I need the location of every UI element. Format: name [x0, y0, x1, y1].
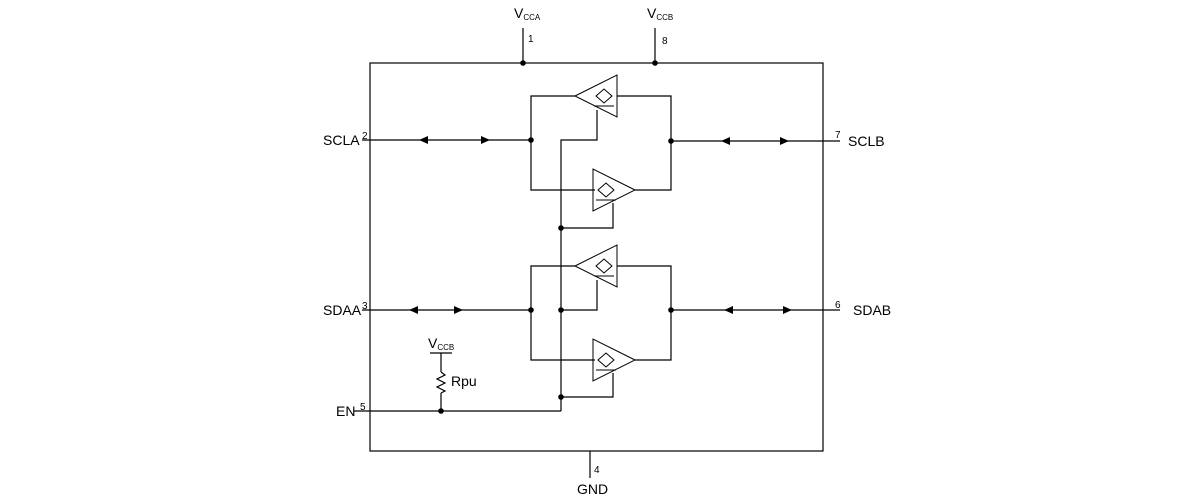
vccb-label: VCCB: [647, 5, 673, 22]
sdab-pin: 6: [835, 300, 841, 311]
vccb-pin: 8: [662, 36, 668, 47]
sdaa-port: SDAA 3: [323, 301, 531, 318]
right-arrow-icon: [783, 306, 792, 314]
vccb-supply: VCCB 8: [647, 5, 673, 66]
sclb-pin: 7: [835, 130, 841, 141]
right-arrow-icon: [481, 136, 490, 144]
vcca-label: VCCA: [514, 5, 541, 22]
gnd-pin: 4: [594, 465, 600, 476]
buffer-left: [574, 244, 618, 288]
right-arrow-icon: [454, 306, 463, 314]
resistor-icon: [435, 371, 447, 394]
buffer-right: [592, 168, 636, 212]
en-label: EN: [336, 403, 355, 419]
sclb-label: SCLB: [848, 133, 885, 149]
scla-port: SCLA 2: [323, 131, 531, 148]
gnd-label: GND: [577, 481, 608, 497]
sda-channel: [528, 228, 674, 400]
left-arrow-icon: [419, 136, 428, 144]
left-arrow-icon: [721, 137, 730, 145]
pullup-label: Rpu: [451, 373, 477, 389]
buffer-left: [574, 74, 618, 118]
right-arrow-icon: [780, 137, 789, 145]
pullup-resistor: VCCB Rpu: [428, 335, 477, 411]
sclb-port: SCLB 7: [671, 130, 885, 149]
ground: 4 GND: [577, 451, 608, 497]
scla-label: SCLA: [323, 132, 360, 148]
sdaa-label: SDAA: [323, 302, 362, 318]
left-arrow-icon: [724, 306, 733, 314]
chip-outline: [369, 62, 824, 452]
en-pin: 5: [360, 402, 366, 413]
sdab-label: SDAB: [853, 302, 891, 318]
en-port: EN 5: [336, 397, 562, 419]
scla-pin: 2: [362, 131, 368, 142]
vcca-pin: 1: [528, 34, 534, 45]
sdab-port: SDAB 6: [671, 300, 891, 318]
left-arrow-icon: [409, 306, 418, 314]
buffer-right: [592, 338, 636, 382]
vcca-supply: VCCA 1: [514, 5, 541, 66]
sdaa-pin: 3: [362, 301, 368, 312]
scl-channel: [528, 74, 674, 231]
pullup-supply-label: VCCB: [428, 335, 454, 352]
